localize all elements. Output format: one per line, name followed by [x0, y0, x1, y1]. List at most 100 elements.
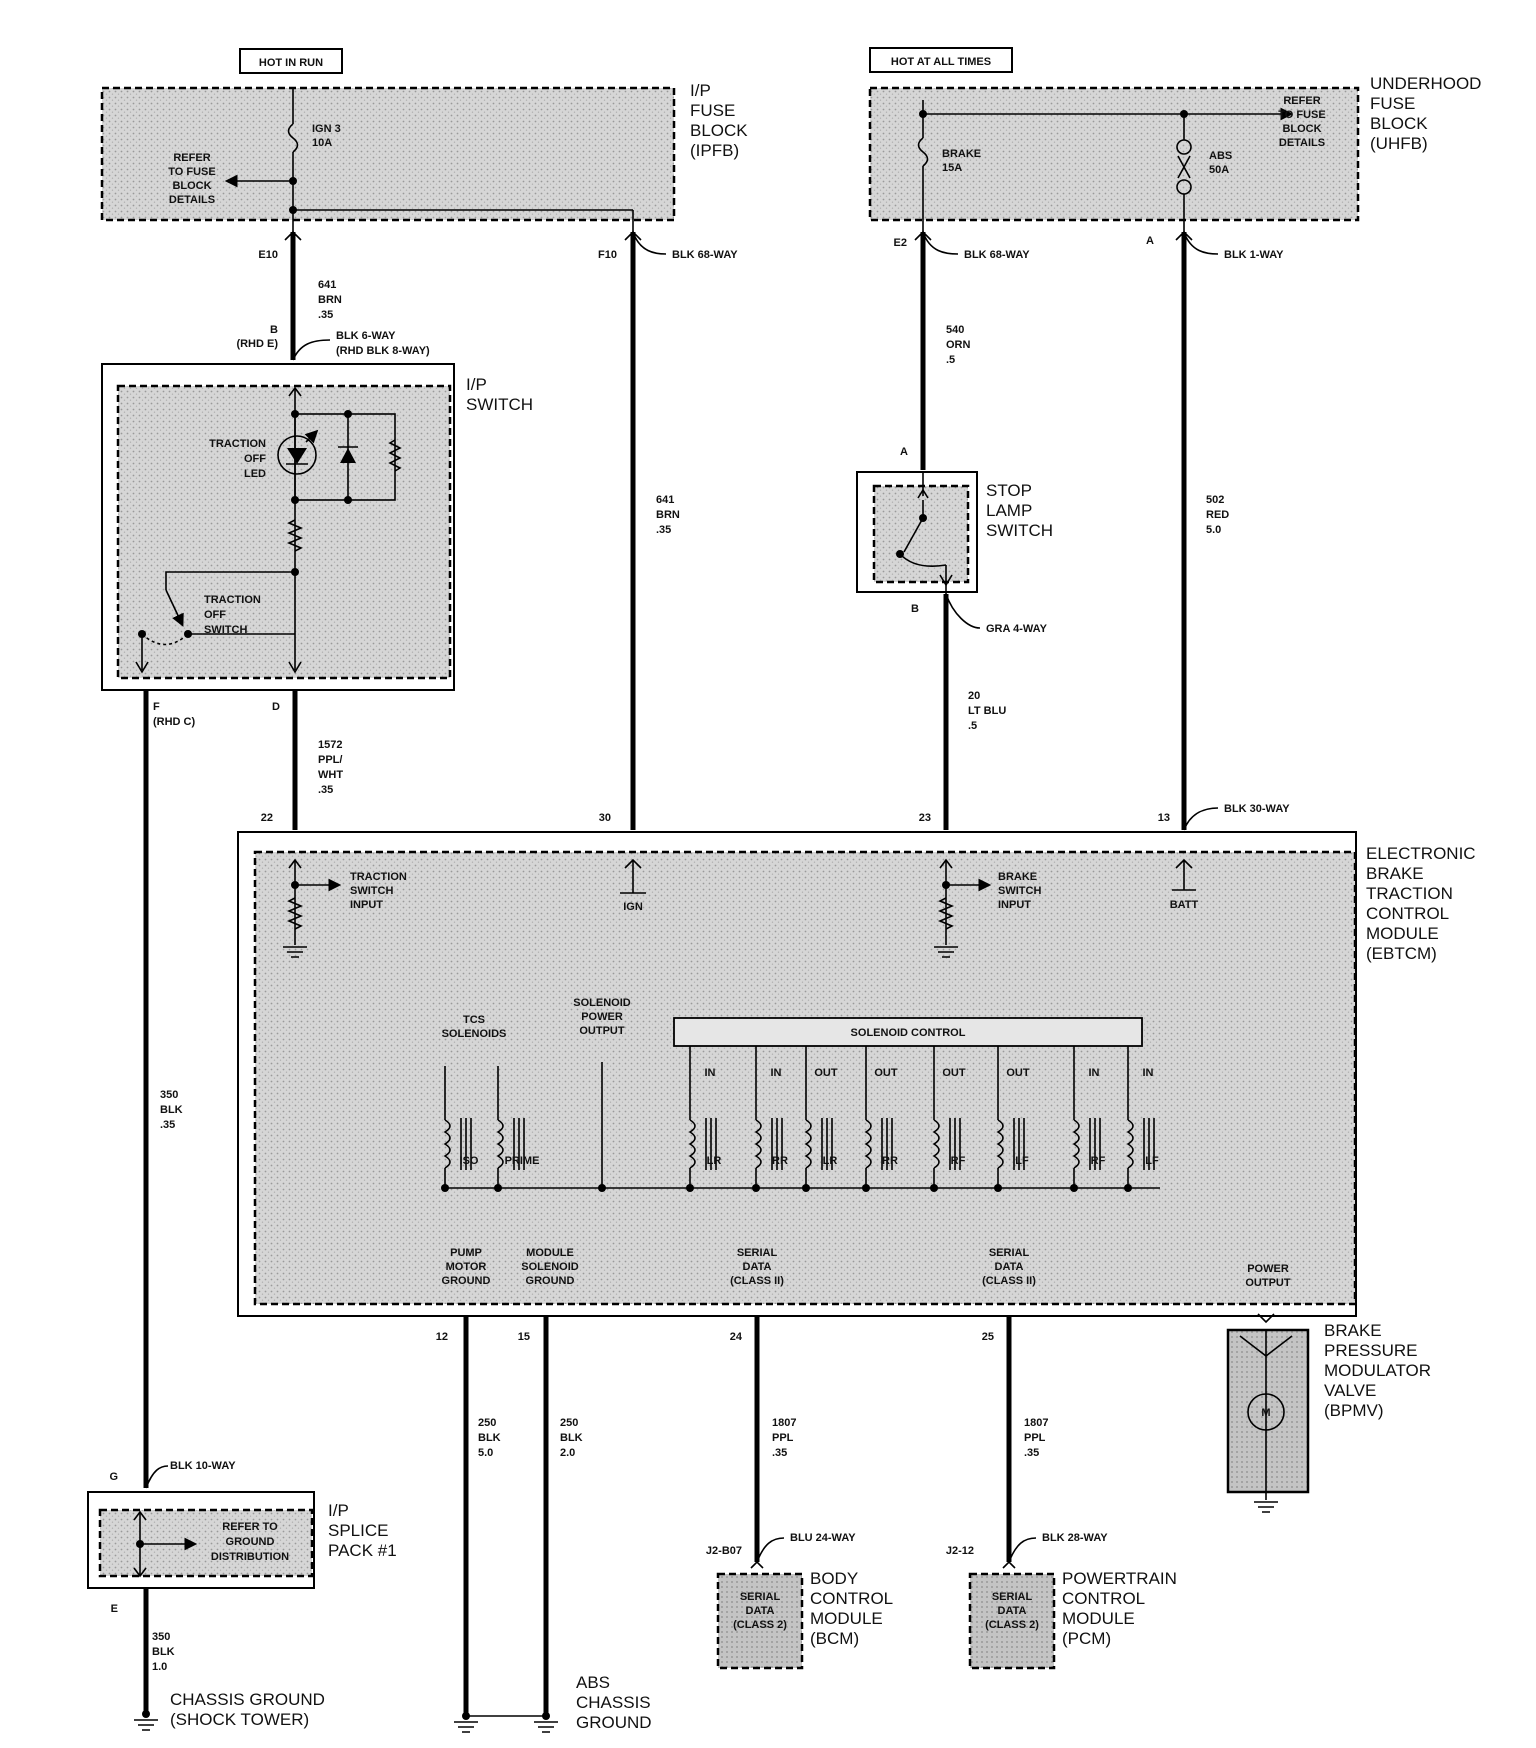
svg-text:350: 350: [152, 1631, 170, 1643]
svg-text:E2: E2: [894, 237, 907, 249]
svg-text:(PCM): (PCM): [1062, 1629, 1111, 1648]
svg-text:J2-B07: J2-B07: [706, 1545, 742, 1557]
stop-lamp-switch: [856, 471, 978, 594]
solenoid-coil-icon: [752, 1046, 783, 1192]
coil-bottom-label: ISO: [460, 1155, 479, 1167]
svg-text:5.0: 5.0: [1206, 524, 1221, 536]
solenoid-coil-icon: [994, 1046, 1025, 1192]
abs-chassis-ground: ABS CHASSIS GROUND: [454, 1673, 652, 1733]
svg-text:1807: 1807: [772, 1417, 796, 1429]
svg-text:10A: 10A: [312, 137, 332, 149]
banner-hot-in-run: HOT IN RUN: [239, 48, 343, 74]
svg-text:CHASSIS: CHASSIS: [576, 1693, 651, 1712]
stop-lamp-switch-name: STOP LAMP SWITCH: [986, 481, 1053, 540]
svg-text:FUSE: FUSE: [1370, 94, 1415, 113]
module-solenoid-ground-label: MODULE: [526, 1247, 574, 1259]
svg-text:M: M: [1261, 1407, 1270, 1419]
svg-text:20: 20: [968, 690, 980, 702]
ground-icon: [134, 1719, 158, 1731]
motor-icon: [1247, 1393, 1285, 1431]
svg-text:BLK: BLK: [160, 1104, 183, 1116]
svg-text:MODULE: MODULE: [810, 1609, 883, 1628]
coil-top-label: OUT: [942, 1067, 966, 1079]
svg-text:A: A: [1146, 235, 1154, 247]
svg-text:PPL/: PPL/: [318, 754, 342, 766]
coil-bottom-label: LR: [707, 1155, 722, 1167]
bpmv-name: BRAKE PRESSURE MODULATOR VALVE (BPMV): [1324, 1321, 1431, 1420]
svg-text:13: 13: [1158, 812, 1170, 824]
svg-text:BLK 68-WAY: BLK 68-WAY: [964, 249, 1030, 261]
svg-text:CONTROL: CONTROL: [810, 1589, 893, 1608]
pin-labels: E10 F10 E2 A B (RHD E) F (RHD C) D A B 2…: [109, 235, 1170, 1615]
solenoid-power-output-label: SOLENOID: [573, 997, 631, 1009]
svg-text:540: 540: [946, 324, 964, 336]
solenoid-coil-icon: [862, 1046, 893, 1192]
brake-switch-input-label: BRAKE: [998, 871, 1037, 883]
svg-text:22: 22: [261, 812, 273, 824]
ground-icon: [534, 1721, 558, 1733]
svg-text:250: 250: [478, 1417, 496, 1429]
svg-text:1.0: 1.0: [152, 1661, 167, 1673]
bpmv: M: [1226, 1313, 1310, 1513]
coil-top-label: OUT: [814, 1067, 838, 1079]
ip-splice-pack: REFER TO GROUND DISTRIBUTION: [87, 1491, 315, 1589]
svg-text:BLK: BLK: [152, 1646, 175, 1658]
svg-text:INPUT: INPUT: [350, 899, 383, 911]
fuse-ign3-label: IGN 3: [312, 123, 341, 135]
svg-text:F: F: [153, 701, 160, 713]
resistor-icon: [388, 439, 402, 472]
solenoid-coil-icon: [930, 1046, 961, 1192]
svg-text:350: 350: [160, 1089, 178, 1101]
svg-text:RED: RED: [1206, 509, 1229, 521]
solenoid-coil-icon: [1070, 1046, 1101, 1192]
svg-text:PPL: PPL: [1024, 1432, 1046, 1444]
svg-text:BLK: BLK: [478, 1432, 501, 1444]
svg-text:(CLASS 2): (CLASS 2): [733, 1619, 787, 1631]
uhfb-name: UNDERHOOD FUSE BLOCK (UHFB): [1370, 74, 1481, 153]
svg-text:15A: 15A: [942, 162, 962, 174]
svg-text:D: D: [272, 701, 280, 713]
svg-text:50A: 50A: [1209, 164, 1229, 176]
ipfb-name: I/P FUSE BLOCK (IPFB): [690, 81, 748, 160]
fuse-brake-label: BRAKE: [942, 148, 981, 160]
svg-text:.35: .35: [160, 1119, 175, 1131]
svg-text:15: 15: [518, 1331, 530, 1343]
banner-hot-at-all-times: HOT AT ALL TIMES: [869, 47, 1013, 73]
svg-text:BLOCK: BLOCK: [172, 180, 211, 192]
svg-text:CONTROL: CONTROL: [1062, 1589, 1145, 1608]
tcs-solenoids-label: TCS: [463, 1014, 485, 1026]
ign-label: IGN: [623, 901, 643, 913]
svg-text:.35: .35: [656, 524, 671, 536]
coil-top-label: IN: [705, 1067, 716, 1079]
svg-text:SERIAL: SERIAL: [992, 1591, 1033, 1603]
svg-text:24: 24: [730, 1331, 743, 1343]
solenoid-coil-icon: [686, 1046, 717, 1192]
svg-text:SOLENOIDS: SOLENOIDS: [442, 1028, 507, 1040]
svg-text:PRESSURE: PRESSURE: [1324, 1341, 1418, 1360]
bcm-name: BODY CONTROL MODULE (BCM): [810, 1569, 893, 1648]
svg-text:DISTRIBUTION: DISTRIBUTION: [211, 1551, 289, 1563]
svg-text:DATA: DATA: [746, 1605, 775, 1617]
svg-text:23: 23: [919, 812, 931, 824]
svg-text:FUSE: FUSE: [690, 101, 735, 120]
svg-text:(CLASS II): (CLASS II): [982, 1275, 1036, 1287]
svg-text:HOT AT ALL TIMES: HOT AT ALL TIMES: [891, 56, 991, 68]
svg-text:(BCM): (BCM): [810, 1629, 859, 1648]
svg-text:(UHFB): (UHFB): [1370, 134, 1428, 153]
svg-text:.35: .35: [318, 784, 333, 796]
svg-text:LT BLU: LT BLU: [968, 705, 1006, 717]
chassis-ground: CHASSIS GROUND (SHOCK TOWER): [134, 1690, 325, 1731]
svg-text:PPL: PPL: [772, 1432, 794, 1444]
ground-icon: [283, 946, 307, 958]
svg-text:5.0: 5.0: [478, 1447, 493, 1459]
svg-text:1572: 1572: [318, 739, 342, 751]
svg-text:(SHOCK TOWER): (SHOCK TOWER): [170, 1710, 309, 1729]
resistor-icon: [286, 519, 304, 552]
svg-text:INPUT: INPUT: [998, 899, 1031, 911]
svg-text:BRAKE: BRAKE: [1324, 1321, 1382, 1340]
traction-switch-input-label: TRACTION: [350, 871, 407, 883]
svg-text:ORN: ORN: [946, 339, 971, 351]
solenoid-coil-icon: [802, 1046, 833, 1192]
svg-text:DETAILS: DETAILS: [1279, 137, 1325, 149]
svg-text:(RHD E): (RHD E): [236, 338, 278, 350]
